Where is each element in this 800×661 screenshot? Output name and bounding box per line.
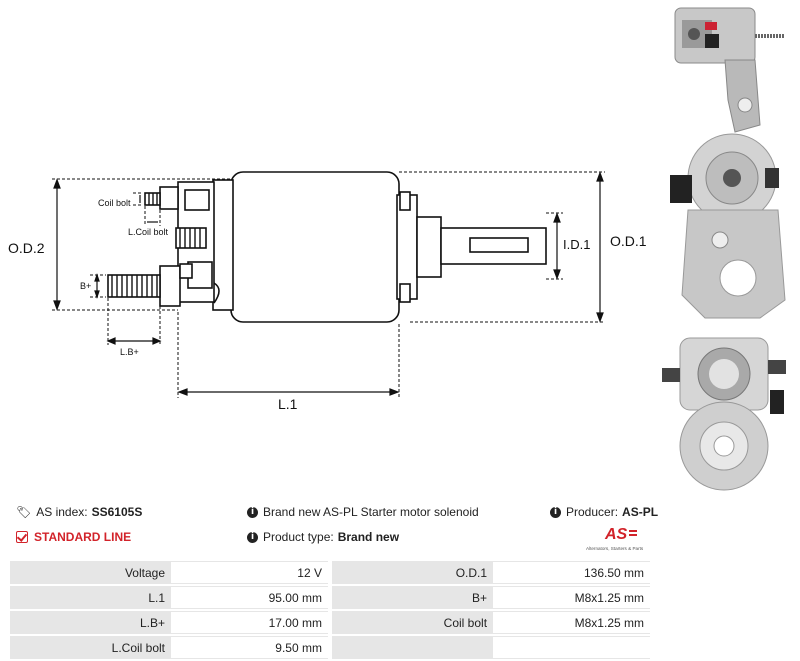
od2-label: O.D.2 (8, 240, 45, 256)
spec-gap (327, 561, 333, 584)
product-photo-front (670, 133, 786, 319)
spec-value: 12 V (171, 561, 328, 584)
spec-label: Coil bolt (332, 611, 494, 634)
spec-gap (327, 586, 333, 609)
spec-value: 136.50 mm (493, 561, 650, 584)
spec-value: 17.00 mm (171, 611, 328, 634)
as-pl-logo: AS Alternators, Starters & Parts (586, 526, 644, 551)
standard-line-row: STANDARD LINE (16, 530, 131, 544)
product-type-row: i Product type: Brand new (247, 530, 399, 544)
l1-label: L.1 (278, 396, 298, 412)
svg-text:Alternators, Starters & Parts: Alternators, Starters & Parts (586, 546, 644, 551)
spec-gap (327, 611, 333, 634)
tag-icon: 🏷 (16, 505, 32, 519)
producer-value: AS-PL (622, 505, 659, 519)
as-index-row: 🏷 AS index: SS6105S (16, 505, 142, 519)
spec-gap (327, 636, 333, 659)
spec-label: Voltage (10, 561, 172, 584)
description-row: i Brand new AS-PL Starter motor solenoid (247, 505, 479, 519)
product-photo-back (662, 337, 786, 491)
solenoid-dimension-drawing: O.D.2 O.D.1 I.D.1 L.1 Coil bolt L.Coil b… (8, 171, 647, 412)
spec-value: 95.00 mm (171, 586, 328, 609)
od1-label: O.D.1 (610, 233, 647, 249)
product-type-label: Product type: (263, 530, 334, 544)
spec-label: B+ (332, 586, 494, 609)
lb-plus-label: L.B+ (120, 347, 139, 357)
product-type-value: Brand new (337, 530, 400, 544)
spec-value: M8x1.25 mm (493, 586, 650, 609)
check-icon (16, 531, 28, 543)
product-description: Brand new AS-PL Starter motor solenoid (263, 505, 479, 519)
l-coil-bolt-label: L.Coil bolt (128, 227, 169, 237)
info-icon: i (550, 506, 561, 518)
spec-label: L.1 (10, 586, 172, 609)
producer-label: Producer: (566, 505, 619, 519)
spec-label: L.Coil bolt (10, 636, 172, 659)
as-index-label: AS index: (36, 505, 88, 519)
standard-line-label: STANDARD LINE (34, 530, 132, 544)
id1-label: I.D.1 (563, 237, 590, 252)
spec-label: L.B+ (10, 611, 172, 634)
b-plus-label: B+ (80, 281, 91, 291)
product-photo-side (674, 7, 785, 133)
spec-value (493, 636, 650, 659)
spec-value: 9.50 mm (171, 636, 328, 659)
spec-label: O.D.1 (332, 561, 494, 584)
spec-value: M8x1.25 mm (493, 611, 650, 634)
info-icon: i (247, 531, 258, 543)
info-icon: i (247, 506, 258, 518)
spec-label (332, 636, 494, 659)
as-index-value: SS6105S (91, 505, 143, 519)
producer-row: i Producer: AS-PL (550, 505, 658, 519)
coil-bolt-label: Coil bolt (98, 198, 131, 208)
svg-text:AS: AS (604, 526, 628, 543)
